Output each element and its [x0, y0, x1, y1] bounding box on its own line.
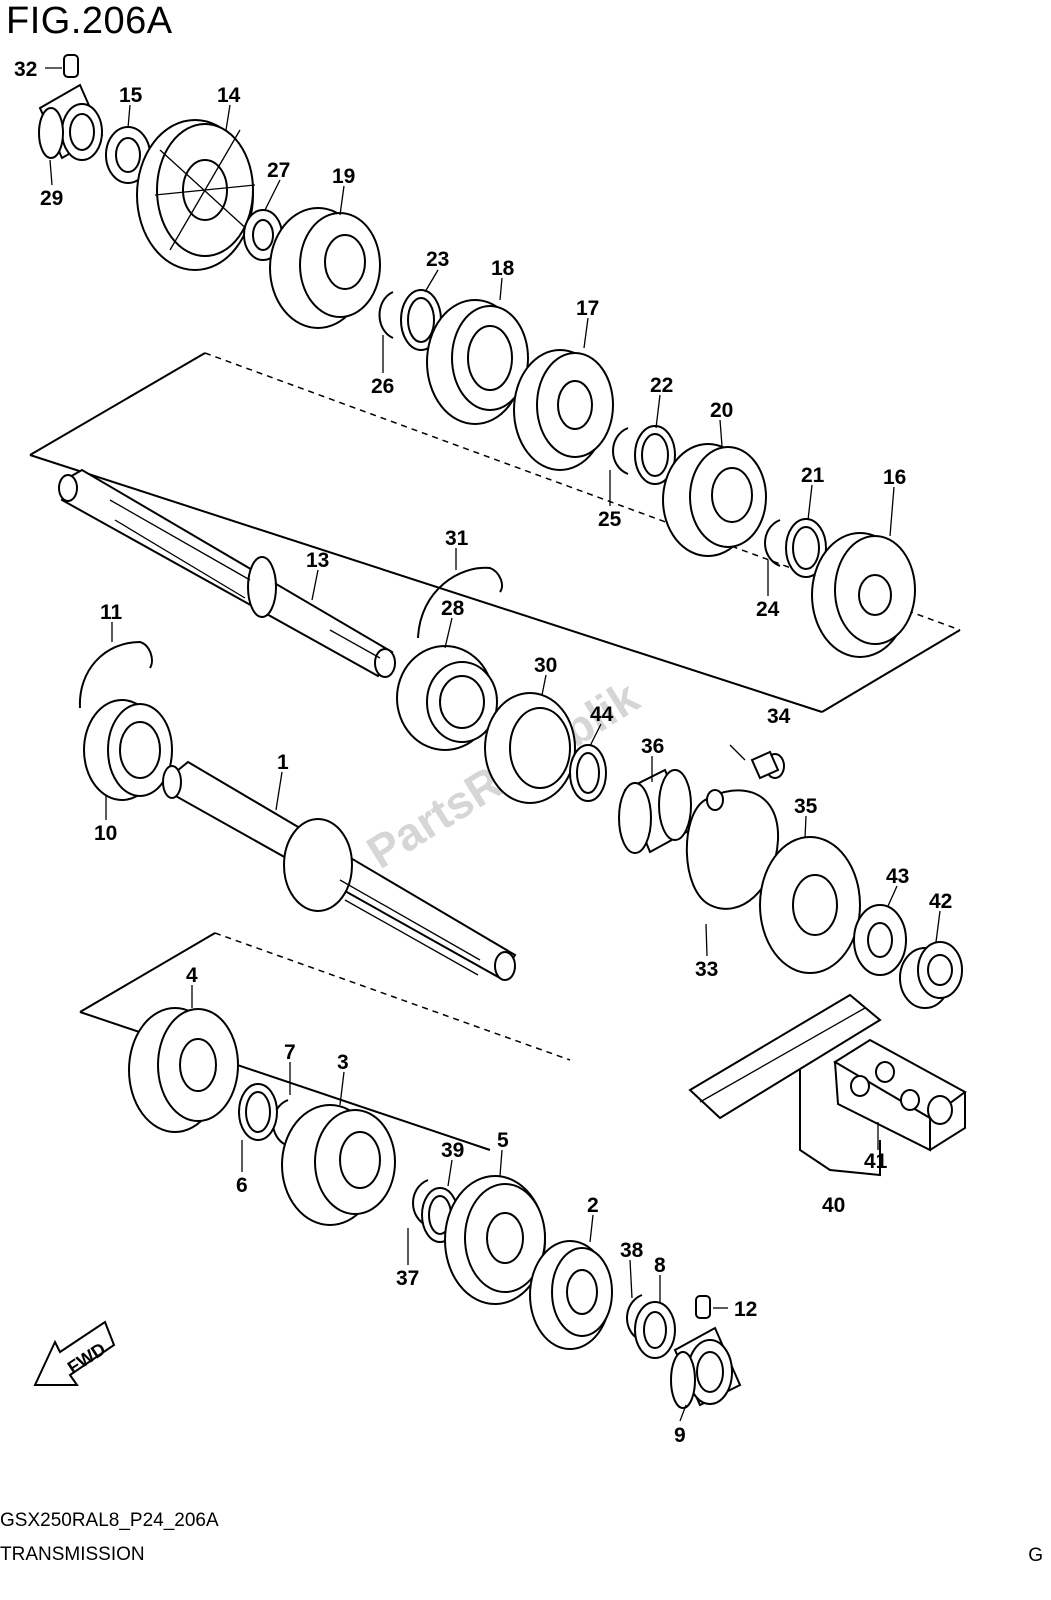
callout-27: 27 [267, 159, 290, 182]
callout-25: 25 [598, 508, 622, 531]
gear-19 [269, 207, 381, 329]
callout-28: 28 [441, 597, 465, 620]
gear-16 [811, 532, 916, 658]
countershaft-13 [58, 468, 396, 678]
circlip-25 [612, 427, 629, 475]
callout-39: 39 [441, 1139, 464, 1162]
upper-group-frame [29, 352, 961, 713]
o-ring-44 [569, 744, 607, 802]
bolt-34 [729, 744, 785, 780]
callout-16: 16 [883, 466, 906, 489]
callout-6: 6 [236, 1174, 248, 1197]
callout-37: 37 [396, 1267, 419, 1290]
callout-22: 22 [650, 374, 673, 397]
callout-43: 43 [886, 865, 909, 888]
callout-12: 12 [734, 1298, 757, 1321]
callout-29: 29 [40, 187, 63, 210]
callout-26: 26 [371, 375, 394, 398]
gear-18 [426, 299, 529, 425]
callout-30: 30 [534, 654, 557, 677]
callout-13: 13 [306, 549, 329, 572]
callout-33: 33 [695, 958, 718, 981]
gear-17 [513, 349, 614, 471]
pin-12 [695, 1295, 728, 1319]
figure-title: FIG.206A [6, 0, 173, 42]
callout-20: 20 [710, 399, 733, 422]
callout-31: 31 [445, 527, 469, 550]
gear-2 [529, 1240, 613, 1350]
circlip-11 [78, 640, 153, 709]
callout-34: 34 [767, 705, 791, 728]
gear-3 [281, 1104, 396, 1226]
circlip-24 [764, 519, 781, 567]
drive-chain-40 [688, 993, 882, 1120]
fwd-arrow: FWD [33, 1320, 116, 1386]
corner-mark: G [1028, 1545, 1043, 1566]
callout-11: 11 [100, 601, 123, 624]
callout-3: 3 [337, 1051, 349, 1074]
oil-seal-30 [484, 692, 576, 804]
leader-lines [49, 104, 941, 1422]
chain-bracket-40 [799, 1070, 881, 1177]
callout-5: 5 [497, 1129, 509, 1152]
pin-32 [45, 54, 79, 78]
callout-14: 14 [217, 84, 241, 107]
callout-36: 36 [641, 735, 664, 758]
callout-41: 41 [864, 1150, 888, 1173]
callout-8: 8 [654, 1254, 666, 1277]
callout-38: 38 [620, 1239, 644, 1262]
chain-joint-box-41 [833, 1038, 967, 1152]
callout-4: 4 [186, 964, 198, 987]
callout-18: 18 [491, 257, 515, 280]
callout-2: 2 [587, 1194, 599, 1217]
sprocket-35 [759, 836, 861, 974]
gear-14 [136, 119, 256, 271]
callout-19: 19 [332, 165, 355, 188]
bearing-10 [83, 699, 173, 801]
washer-6 [238, 1083, 278, 1141]
callout-17: 17 [576, 297, 599, 320]
callout-44: 44 [590, 703, 614, 726]
gear-20 [662, 443, 767, 557]
washer-21 [785, 518, 827, 578]
gear-5 [444, 1175, 546, 1305]
figure-name: TRANSMISSION [0, 1544, 145, 1565]
callout-15: 15 [119, 84, 143, 107]
callout-42: 42 [929, 890, 952, 913]
callout-7: 7 [284, 1041, 296, 1064]
callout-10: 10 [94, 822, 117, 845]
bearing-28 [396, 645, 498, 751]
washer-43 [853, 904, 907, 976]
needle-bearing-9 [670, 1326, 742, 1409]
figure-code: GSX250RAL8_P24_206A [0, 1510, 219, 1531]
callout-1: 1 [277, 751, 289, 774]
spacer-36 [618, 768, 692, 854]
driveshaft-1 [162, 760, 517, 981]
washer-22 [634, 425, 676, 485]
washer-8 [634, 1301, 676, 1359]
callout-24: 24 [756, 598, 780, 621]
plate-33 [685, 789, 780, 910]
needle-bearing-29 [38, 83, 104, 161]
callout-40: 40 [822, 1194, 845, 1217]
circlip-31 [417, 566, 503, 639]
callout-32: 32 [14, 58, 37, 81]
callout-labels: 32 15 14 29 27 19 23 18 26 17 22 20 25 2… [14, 58, 952, 1447]
callout-23: 23 [426, 248, 449, 271]
nut-42 [899, 941, 963, 1009]
circlip-26 [378, 291, 394, 339]
gear-4 [128, 1007, 239, 1133]
callout-35: 35 [794, 795, 818, 818]
callout-21: 21 [801, 464, 825, 487]
callout-9: 9 [674, 1424, 686, 1447]
